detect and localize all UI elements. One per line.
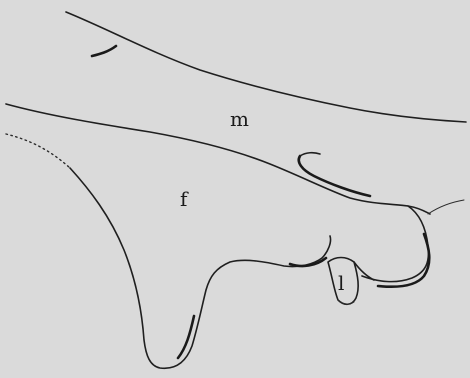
label-m: m	[230, 107, 249, 131]
label-l: l	[338, 271, 344, 295]
right-knob-outline	[362, 206, 428, 282]
left-outer-outline	[70, 168, 331, 368]
middle-contour	[6, 104, 430, 214]
dotted-edge	[6, 134, 70, 168]
upper-outline	[66, 12, 466, 122]
right-knob-shading	[378, 234, 429, 287]
hooked-process-tip	[300, 153, 320, 156]
label-f: f	[180, 187, 189, 211]
right-extension-line	[428, 200, 464, 214]
small-notch-mark	[92, 46, 116, 56]
hooked-process	[299, 156, 370, 196]
lower-process-shading	[178, 316, 194, 358]
